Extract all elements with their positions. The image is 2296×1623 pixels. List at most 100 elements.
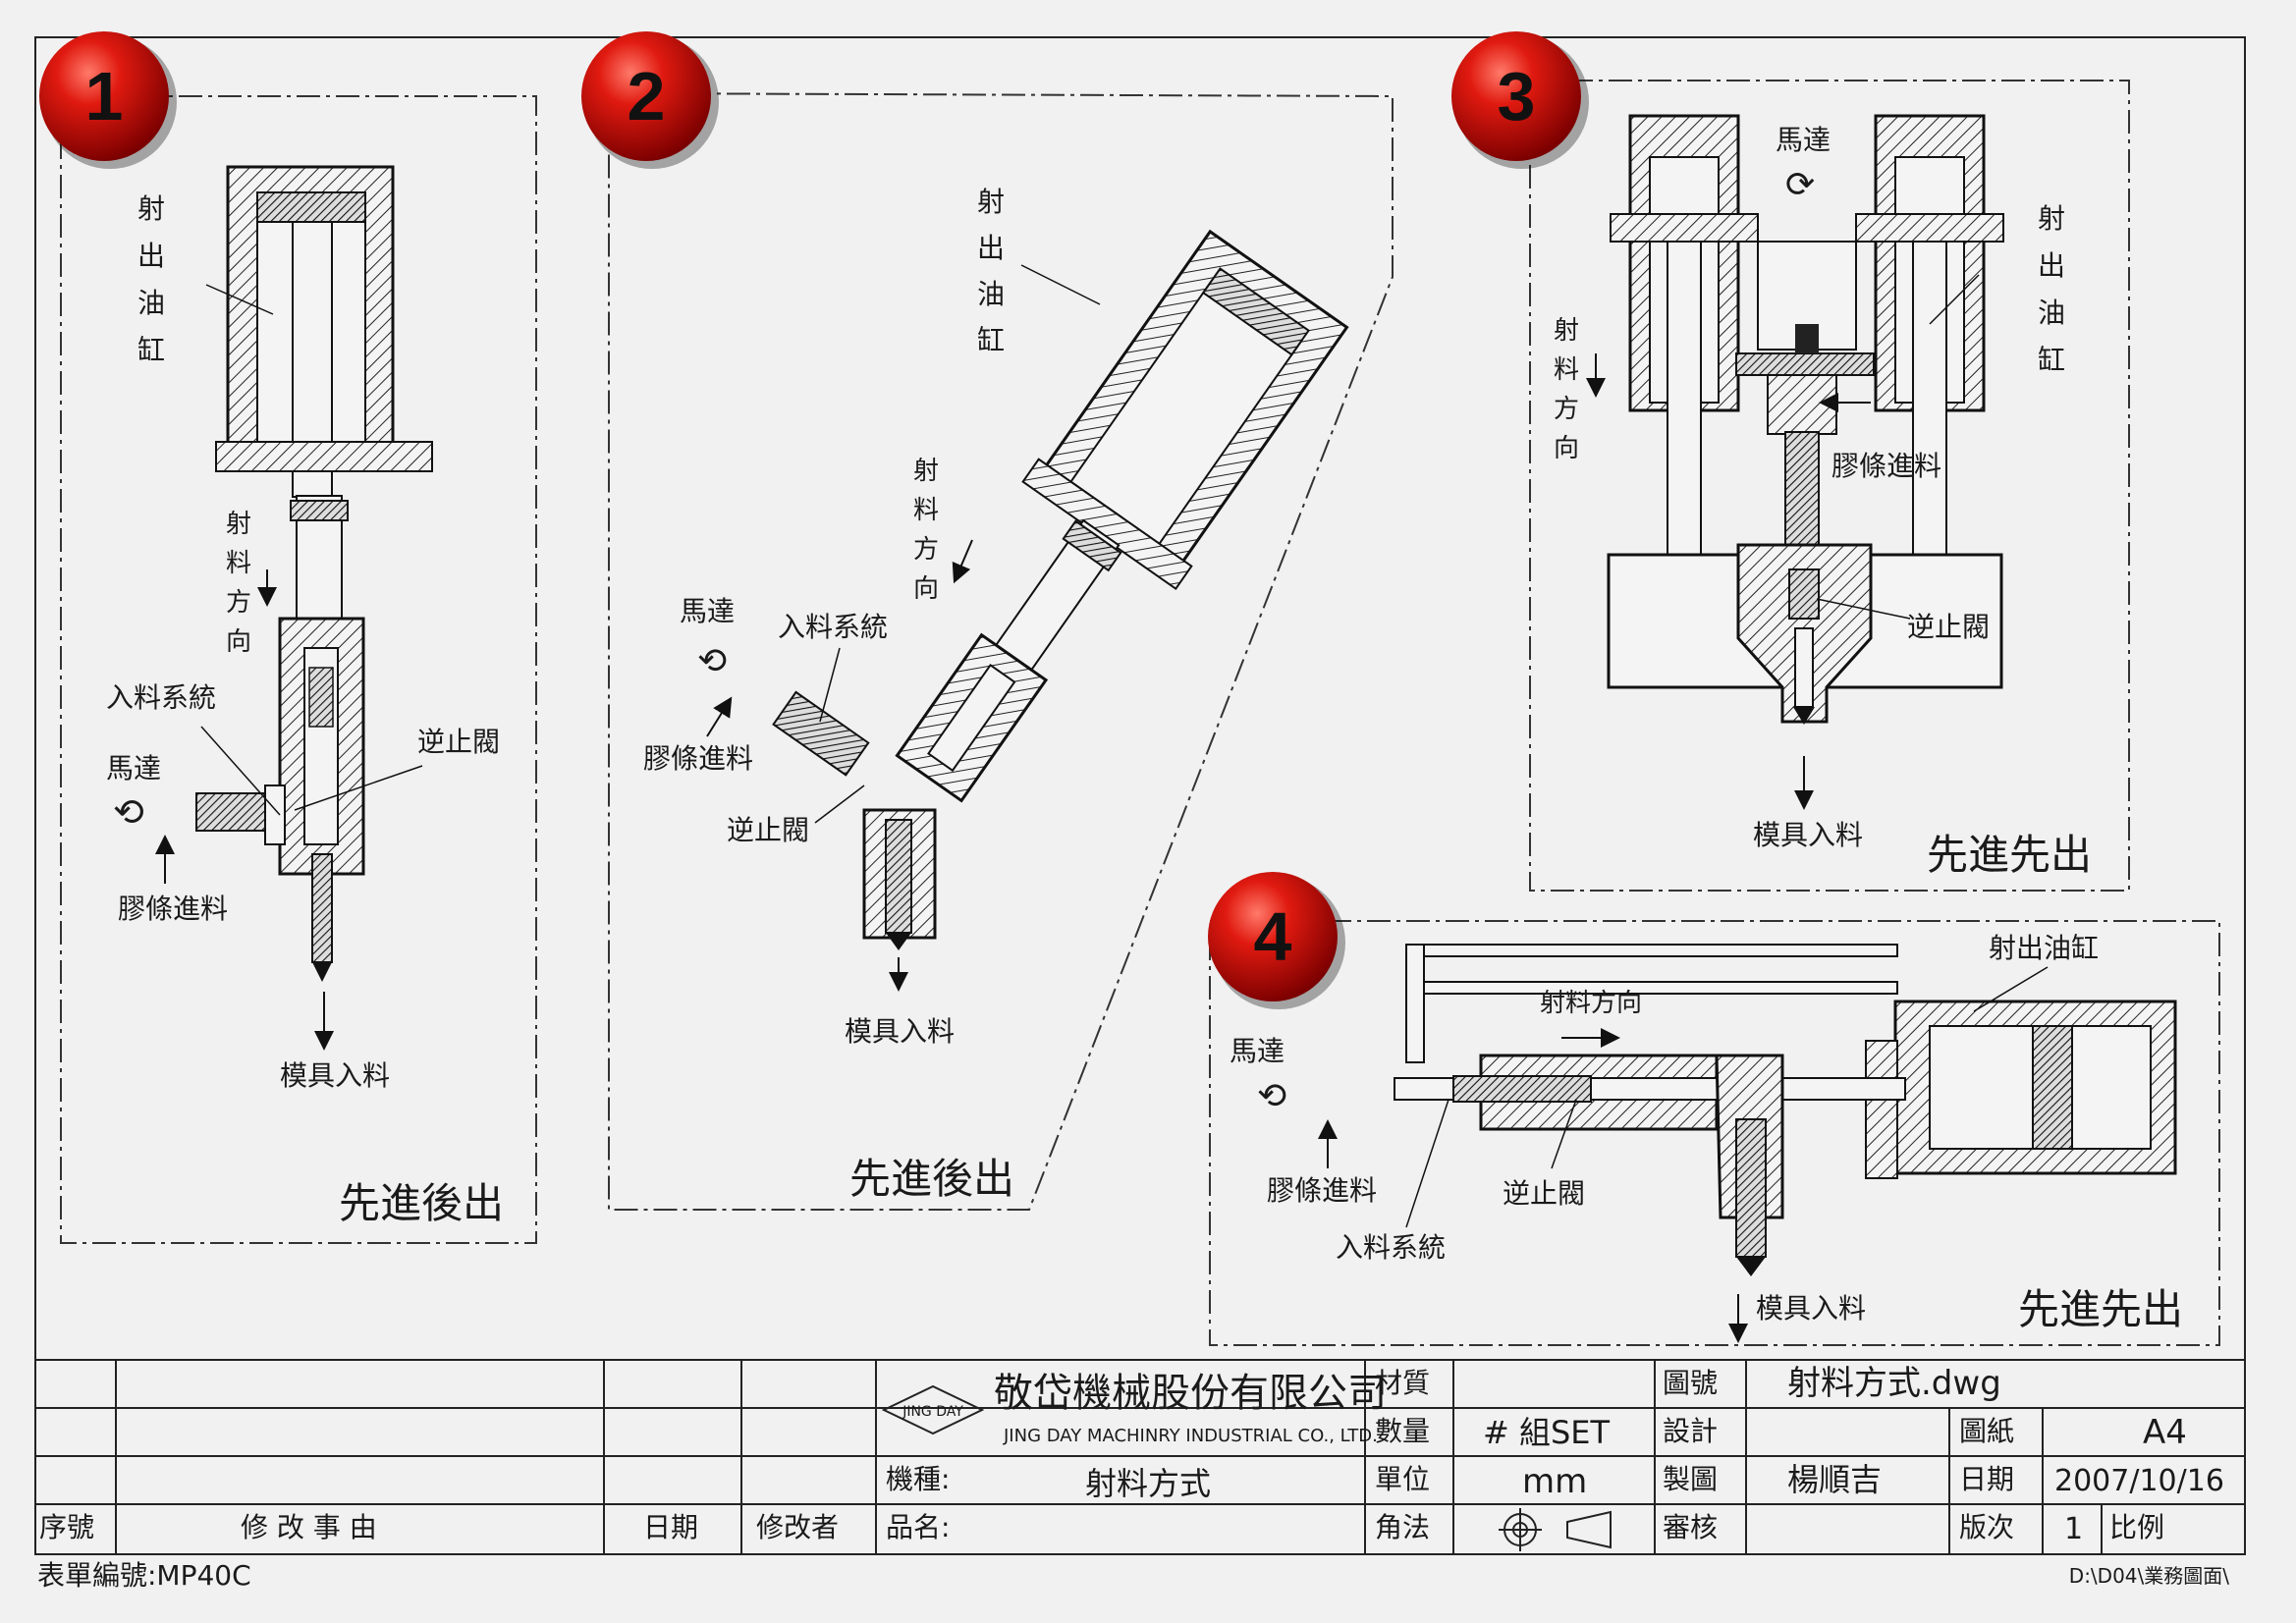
p1-dir-c0: 射 xyxy=(226,510,251,539)
p3-dir-c3: 向 xyxy=(1554,434,1579,463)
drawing-no-label: 圖號 xyxy=(1663,1367,1718,1399)
motor-rotation-icon: ⟳ xyxy=(1785,165,1815,205)
badge-4-number: 4 xyxy=(1254,898,1292,975)
panel-1-direction-label: 射 料 方 向 xyxy=(226,510,251,657)
paper-value: A4 xyxy=(2143,1413,2187,1452)
design-label: 設計 xyxy=(1663,1415,1718,1447)
version-value: 1 xyxy=(2064,1512,2083,1546)
badge-2: 2 xyxy=(581,31,719,169)
drawing-no-value: 射料方式.dwg xyxy=(1787,1364,2001,1403)
machine-value: 射料方式 xyxy=(1085,1465,1211,1502)
date-label: 日期 xyxy=(1959,1463,2014,1495)
scale-label: 比例 xyxy=(2109,1511,2164,1543)
company-logo: JING DAY xyxy=(881,1384,985,1435)
panel-4-mold-feed-label: 模具入料 xyxy=(1756,1292,1866,1325)
unit-label: 單位 xyxy=(1375,1463,1430,1495)
panel-4-frame xyxy=(1209,920,2220,1346)
motor-rotation-icon: ⟲ xyxy=(1257,1076,1286,1116)
badge-3-number: 3 xyxy=(1498,58,1536,135)
draft-label: 製圖 xyxy=(1663,1463,1718,1495)
panel-4-motor-label: 馬達 xyxy=(1230,1035,1285,1067)
badge-4: 4 xyxy=(1208,872,1345,1009)
panel-2-glue-feed-label: 膠條進料 xyxy=(643,742,753,775)
material-label: 材質 xyxy=(1375,1367,1430,1399)
panel-4-feed-system-label: 入料系統 xyxy=(1336,1231,1446,1264)
logo-text: JING DAY xyxy=(902,1404,963,1420)
panel-1-check-valve-label: 逆止閥 xyxy=(417,726,500,758)
motor-rotation-icon: ⟲ xyxy=(113,790,144,834)
panel-2: ⟲ 射 出 油 缸 射 料 方 向 馬達 入料系統 膠條進料 逆止閥 模具入料 … xyxy=(608,91,1394,1211)
panel-4-cylinder-label: 射出油缸 xyxy=(1989,932,2099,964)
file-path: D:\D04\業務圖面\ xyxy=(2069,1564,2229,1588)
panel-4-check-valve-label: 逆止閥 xyxy=(1503,1177,1585,1210)
p2-dir-c3: 向 xyxy=(913,574,939,604)
p1-cyl-c2: 油 xyxy=(137,287,165,319)
p3-cyl-c1: 出 xyxy=(2038,249,2065,282)
p1-cyl-c0: 射 xyxy=(137,192,165,225)
panel-4-principle: 先進先出 xyxy=(2018,1285,2183,1333)
modifier-label: 修改者 xyxy=(756,1511,839,1543)
unit-value: mm xyxy=(1522,1462,1587,1501)
panel-3-direction-label: 射 料 方 向 xyxy=(1554,316,1579,463)
panel-2-direction-label: 射 料 方 向 xyxy=(913,457,939,604)
badge-2-number: 2 xyxy=(628,58,666,135)
badge-1: 1 xyxy=(39,31,177,169)
panel-2-motor-label: 馬達 xyxy=(680,595,735,627)
angle-label: 角法 xyxy=(1375,1511,1430,1543)
badge-3: 3 xyxy=(1451,31,1589,169)
panel-3-principle: 先進先出 xyxy=(1927,831,2092,879)
p2-cyl-c0: 射 xyxy=(977,186,1005,218)
p1-cyl-c3: 缸 xyxy=(137,334,165,366)
p3-cyl-c3: 缸 xyxy=(2038,344,2065,376)
p2-dir-c0: 射 xyxy=(913,457,939,486)
form-number: 表單編號:MP40C xyxy=(37,1559,251,1592)
panel-2-principle: 先進後出 xyxy=(849,1155,1014,1203)
reason-label: 修 改 事 由 xyxy=(241,1511,377,1543)
panel-1-principle: 先進後出 xyxy=(339,1179,504,1227)
panel-2-frame xyxy=(608,91,1394,1211)
panel-1-cylinder-label: 射 出 油 缸 xyxy=(137,192,165,366)
quantity-label: 數量 xyxy=(1375,1415,1430,1447)
p1-cyl-c1: 出 xyxy=(137,240,165,272)
panel-1-feed-system-label: 入料系統 xyxy=(106,681,216,714)
p3-cyl-c0: 射 xyxy=(2038,202,2065,235)
panel-3-frame xyxy=(1529,80,2130,892)
p2-cyl-c3: 缸 xyxy=(977,324,1005,356)
p3-dir-c2: 方 xyxy=(1554,395,1579,424)
panel-2-mold-feed-label: 模具入料 xyxy=(845,1015,955,1048)
company-name-cn: 敬岱機械股份有限公司 xyxy=(994,1371,1387,1416)
draft-value: 楊順吉 xyxy=(1787,1461,1882,1498)
part-label: 品名: xyxy=(886,1511,950,1543)
panel-1-glue-feed-label: 膠條進料 xyxy=(118,893,228,925)
paper-label: 圖紙 xyxy=(1959,1415,2014,1447)
company-name-en: JING DAY MACHINRY INDUSTRIAL CO., LTD. xyxy=(1003,1426,1378,1446)
motor-rotation-icon: ⟲ xyxy=(697,641,727,681)
panel-1-frame xyxy=(60,95,537,1244)
panel-2-feed-system-label: 入料系統 xyxy=(778,611,888,643)
panel-3-check-valve-label: 逆止閥 xyxy=(1907,611,1990,643)
panel-3-cylinder-label: 射 出 油 缸 xyxy=(2038,202,2065,376)
panel-4-direction-label: 射料方向 xyxy=(1540,989,1642,1018)
panel-1-mold-feed-label: 模具入料 xyxy=(280,1059,390,1092)
p2-dir-c1: 料 xyxy=(913,496,939,525)
review-label: 審核 xyxy=(1663,1511,1718,1543)
p3-dir-c0: 射 xyxy=(1554,316,1579,346)
badge-1-number: 1 xyxy=(85,58,124,135)
panel-4: ⟲ 射出油缸 射料方向 馬達 膠條進料 逆止閥 入料系統 模具入料 先進先出 xyxy=(1209,920,2220,1346)
p1-dir-c3: 向 xyxy=(226,627,251,657)
p3-dir-c1: 料 xyxy=(1554,355,1579,385)
machine-label: 機種: xyxy=(886,1463,950,1495)
rev-date-label: 日期 xyxy=(643,1511,698,1543)
panel-3-glue-feed-label: 膠條進料 xyxy=(1831,450,1941,482)
panel-3-motor-label: 馬達 xyxy=(1776,124,1831,156)
p2-cyl-c1: 出 xyxy=(977,232,1005,264)
panel-1-motor-label: 馬達 xyxy=(106,752,161,784)
panel-4-glue-feed-label: 膠條進料 xyxy=(1267,1174,1377,1207)
p1-dir-c1: 料 xyxy=(226,549,251,578)
p2-dir-c2: 方 xyxy=(913,535,939,565)
seq-label: 序號 xyxy=(39,1511,94,1543)
panel-3: ⟳ 馬達 射 出 油 缸 射 料 方 向 膠條進料 逆止閥 模具入料 先進先出 xyxy=(1529,80,2130,892)
panel-1: ⟲ 射 出 油 缸 射 料 方 向 入料系統 馬達 膠條進料 逆止閥 模具入料 … xyxy=(60,95,537,1244)
p3-cyl-c2: 油 xyxy=(2038,297,2065,329)
